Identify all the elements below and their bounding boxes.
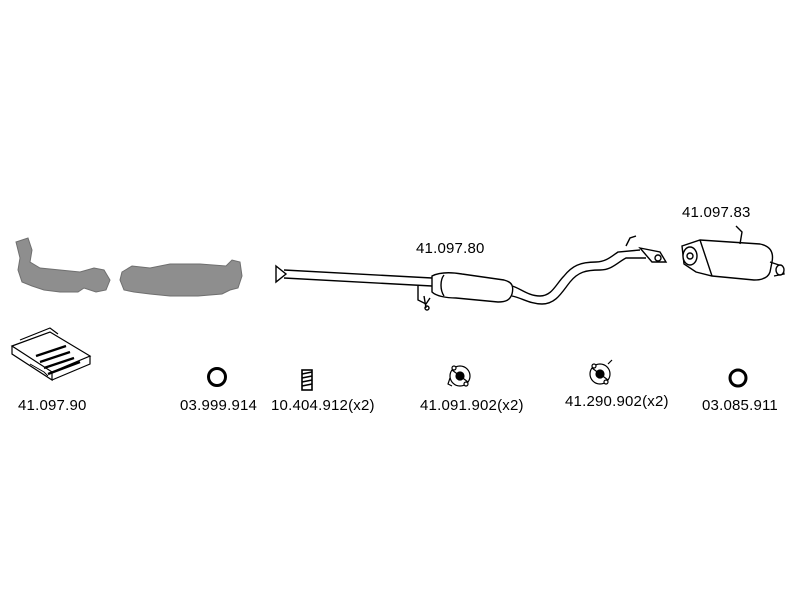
- ring-1-drawing: [207, 367, 227, 387]
- rubber-mount-1-part-number: 41.091.902(x2): [420, 397, 524, 414]
- ring-1-part-number: 03.999.914: [180, 397, 258, 414]
- middle-section-part-number: 41.097.80: [416, 240, 485, 257]
- rubber-mount-1-drawing: [447, 365, 471, 387]
- front-pipe-silhouette: [15, 237, 111, 293]
- mounting-kit-drawing: [10, 327, 92, 382]
- ring-2-part-number: 03.085.911: [702, 397, 778, 414]
- rear-silencer-part-number: 41.097.83: [682, 204, 751, 221]
- spring-drawing: [301, 369, 313, 391]
- rubber-mount-2-drawing: [589, 359, 613, 385]
- rear-silencer-drawing: [681, 225, 785, 281]
- ring-2-drawing: [728, 368, 748, 388]
- rubber-mount-2-part-number: 41.290.902(x2): [565, 393, 669, 410]
- middle-section-drawing: [275, 235, 668, 311]
- mounting-kit-part-number: 41.097.90: [18, 397, 87, 414]
- catalytic-converter-silhouette: [119, 259, 243, 297]
- spring-part-number: 10.404.912(x2): [271, 397, 375, 414]
